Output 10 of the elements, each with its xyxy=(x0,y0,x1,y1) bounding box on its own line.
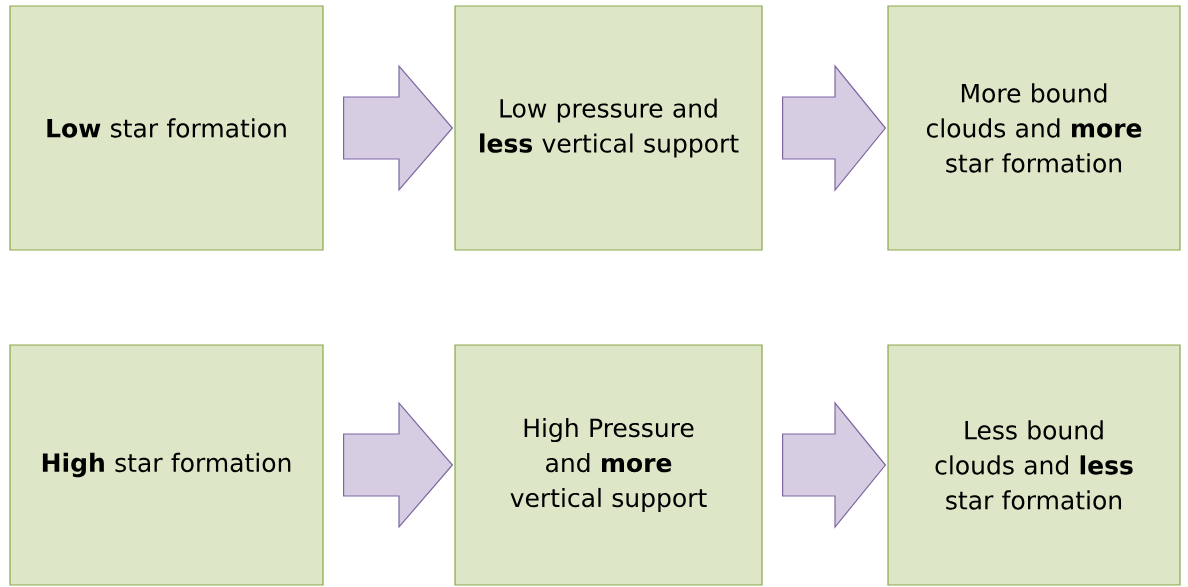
process-box: Low star formation xyxy=(9,5,324,251)
block-arrow xyxy=(343,64,454,192)
process-box: High Pressure and more vertical support xyxy=(454,344,763,586)
process-box: More bound clouds and more star formation xyxy=(887,5,1181,251)
process-box: High star formation xyxy=(9,344,324,586)
block-arrow xyxy=(782,401,887,529)
block-arrow xyxy=(343,401,454,529)
process-box: Low pressure and less vertical support xyxy=(454,5,763,251)
block-arrow xyxy=(782,64,887,192)
process-box: Less bound clouds and less star formation xyxy=(887,344,1181,586)
